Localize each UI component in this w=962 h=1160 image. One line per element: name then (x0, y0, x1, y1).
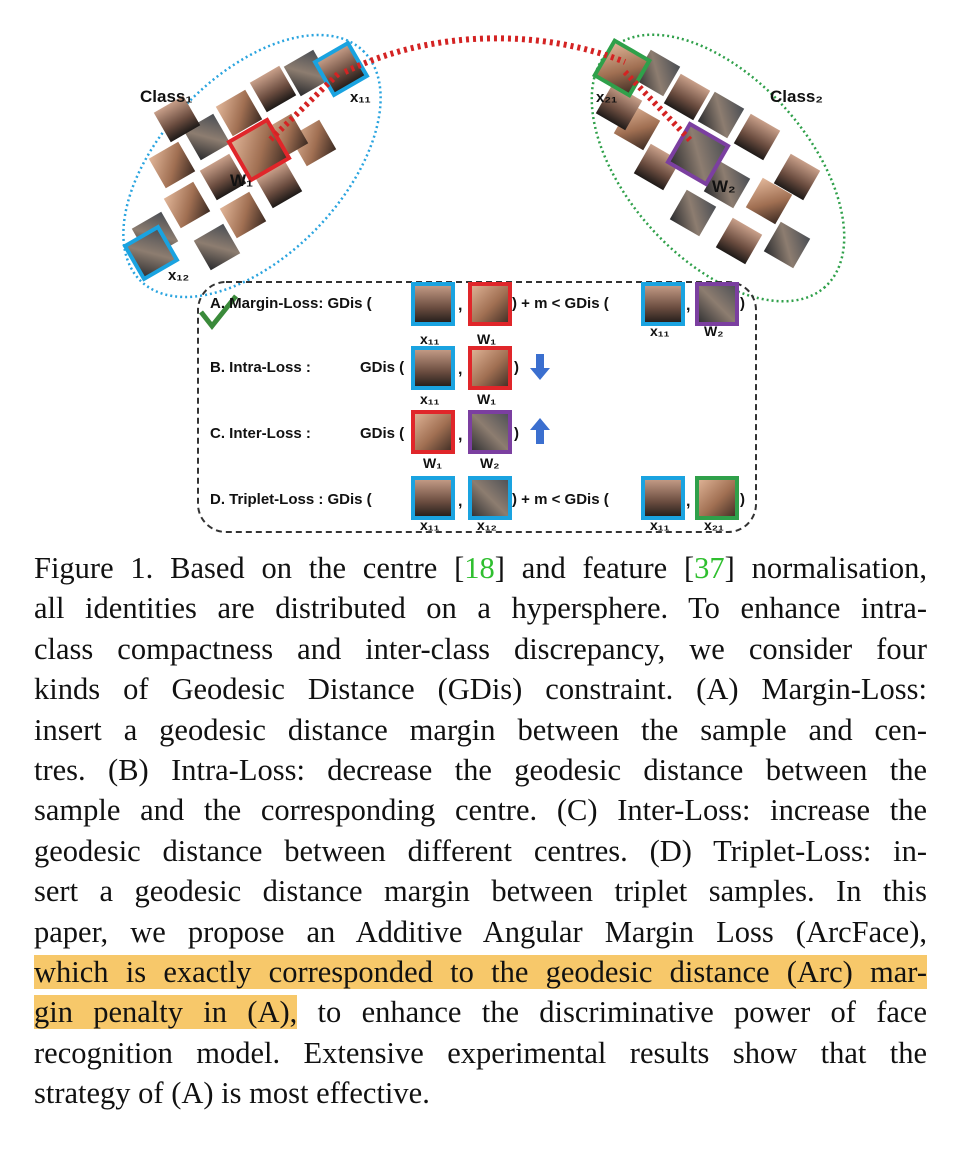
caption-line-6: tres. (B) Intra-Loss: decrease the geode… (34, 752, 927, 787)
w2-label: W₂ (712, 177, 736, 196)
caption-line-11: which is exactly corresponded to the geo… (34, 952, 927, 992)
row-d-x11 (411, 476, 455, 520)
ref-link-18[interactable]: 18 (464, 551, 495, 585)
x11-w1-link (267, 71, 341, 143)
row-d-mid: ) + m < GDis ( (512, 491, 609, 508)
svg-text:): ) (740, 491, 745, 508)
row-c-w1 (411, 410, 455, 454)
arrow-down-icon (530, 354, 550, 380)
svg-text:,: , (458, 361, 462, 378)
caption-line-13: recognition model. Extensive experimenta… (34, 1035, 927, 1070)
caption-line-5: insert a geodesic distance margin betwee… (34, 712, 927, 747)
row-d-label: D. Triplet-Loss : GDis ( (210, 491, 372, 508)
row-b-x11 (411, 346, 455, 390)
row-a-w2 (695, 282, 739, 326)
ref-link-37[interactable]: 37 (694, 551, 725, 585)
svg-text:x₁₂: x₁₂ (477, 517, 497, 533)
svg-text:x₁₁: x₁₁ (420, 517, 440, 533)
svg-text:): ) (740, 295, 745, 312)
x11-label: x₁₁ (350, 89, 371, 106)
caption-highlight-2: gin penalty in (A), (34, 995, 298, 1030)
inter-arc (343, 35, 627, 75)
caption-line-3: class compactness and inter-class discre… (34, 631, 927, 666)
row-d-x21 (695, 476, 739, 520)
row-a-x11 (411, 282, 455, 326)
svg-text:W₁: W₁ (423, 455, 442, 471)
svg-text:x₂₁: x₂₁ (704, 517, 724, 533)
svg-text:W₁: W₁ (477, 391, 496, 407)
caption-line-8: geodesic distance between different cent… (34, 833, 927, 868)
svg-text:,: , (458, 427, 462, 444)
class1-label: Class₁ (140, 87, 192, 106)
row-a-label: A. Margin-Loss: GDis ( (210, 295, 372, 312)
svg-text:,: , (458, 297, 462, 314)
x21-w2-link (622, 69, 693, 143)
svg-text:,: , (686, 297, 690, 314)
check-icon (199, 294, 238, 331)
class1-faces (131, 49, 337, 271)
svg-text:W₁: W₁ (477, 331, 496, 347)
w1-tile (226, 117, 292, 183)
caption-line-10: paper, we propose an Additive Angular Ma… (34, 914, 927, 949)
caption-line-9: sert a geodesic distance margin between … (34, 874, 927, 909)
row-a-mid: ) + m < GDis ( (512, 295, 609, 312)
caption-line-4: kinds of Geodesic Distance (GDis) constr… (34, 672, 927, 707)
svg-text:,: , (686, 493, 690, 510)
svg-text:GDis (: GDis ( (360, 425, 404, 442)
svg-text:x₁₁: x₁₁ (650, 323, 670, 339)
caption-line-12: gin penalty in (A), to enhance the discr… (34, 995, 928, 1030)
figure-1: Class₁ Class₂ x₁₁ W₁ x₁₂ x₂₁ W₂ A. Margi… (122, 33, 846, 533)
svg-text:,: , (458, 493, 462, 510)
svg-text:x₁₁: x₁₁ (420, 331, 440, 347)
caption-line-7: sample and the corresponding centre. (C)… (34, 793, 927, 828)
caption-highlight: which is exactly corresponded to the geo… (34, 954, 927, 989)
class2-label: Class₂ (770, 87, 823, 106)
row-a-w1 (468, 282, 512, 326)
row-b-label: B. Intra-Loss : (210, 359, 311, 376)
x12-label: x₁₂ (168, 267, 189, 284)
row-c-w2 (468, 410, 512, 454)
row-d-x12 (468, 476, 512, 520)
arrow-up-icon (530, 418, 550, 444)
svg-text:x₁₁: x₁₁ (420, 391, 440, 407)
svg-text:): ) (514, 425, 519, 442)
w1-label: W₁ (230, 171, 253, 190)
svg-text:W₂: W₂ (704, 323, 723, 339)
x21-label: x₂₁ (596, 89, 617, 106)
row-d-x11b (641, 476, 685, 520)
caption-line-1: Figure 1. Based on the centre [18] and f… (34, 551, 927, 585)
svg-text:W₂: W₂ (480, 455, 499, 471)
row-b-w1 (468, 346, 512, 390)
row-a-x11b (641, 282, 685, 326)
row-c-label: C. Inter-Loss : (210, 425, 311, 442)
caption-line-14: strategy of (A) is most effective. (34, 1076, 430, 1111)
caption-line-2: all identities are distributed on a hype… (34, 591, 927, 626)
svg-text:x₁₁: x₁₁ (650, 517, 670, 533)
svg-text:): ) (514, 359, 519, 376)
x11-tile (312, 40, 370, 98)
svg-text:GDis (: GDis ( (360, 359, 404, 376)
w2-tile (665, 121, 731, 187)
class2-faces (595, 49, 821, 269)
x12-tile (122, 224, 180, 282)
figure-caption: Figure 1. Based on the centre [18] and f… (34, 548, 927, 1113)
